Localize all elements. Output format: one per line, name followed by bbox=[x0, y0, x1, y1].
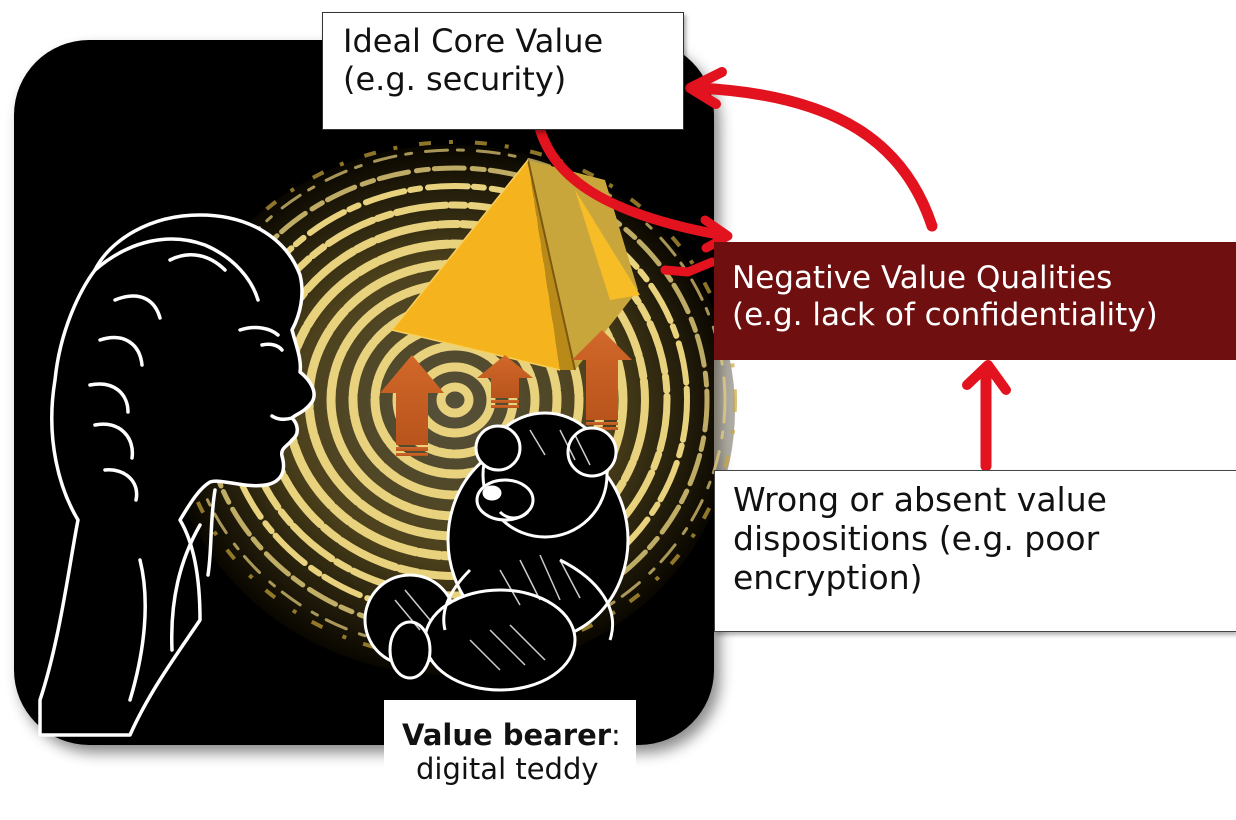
upward-arrows bbox=[380, 330, 632, 456]
value-bearer-example: digital teddy bbox=[416, 752, 599, 787]
wrong-dispositions-box: Wrong or absent value dispositions (e.g.… bbox=[714, 470, 1236, 632]
value-bearer-term: Value bearer bbox=[402, 718, 612, 752]
value-bearer-line1: Value bearer: bbox=[402, 718, 636, 752]
negative-value-qualities-box: Negative Value Qualities (e.g. lack of c… bbox=[714, 242, 1236, 360]
connector-arrows bbox=[533, 67, 1011, 472]
pyramid-icon bbox=[390, 159, 640, 371]
ideal-core-value-title: Ideal Core Value bbox=[343, 22, 604, 60]
ideal-core-value-box: Ideal Core Value (e.g. security) bbox=[322, 12, 684, 130]
upward-arrow-left bbox=[380, 355, 444, 456]
upward-arrow-middle bbox=[477, 355, 533, 408]
arrow-ideal-to-negative-tail bbox=[660, 257, 717, 277]
arrow-negative-to-ideal-head bbox=[685, 67, 727, 109]
arrow-ideal-to-negative-head bbox=[700, 215, 733, 253]
wrong-dispositions-line3: encryption) bbox=[733, 557, 923, 597]
value-bearer-box: Value bearer: digital teddy bbox=[384, 700, 636, 814]
ideal-core-value-example: (e.g. security) bbox=[343, 59, 567, 98]
arrow-negative-to-ideal bbox=[692, 82, 938, 232]
woman-illustration bbox=[38, 213, 316, 737]
value-bearer-colon: : bbox=[611, 718, 621, 752]
negative-value-qualities-example: (e.g. lack of confidentiality) bbox=[732, 296, 1158, 333]
teddy-bear-illustration bbox=[363, 411, 630, 692]
arrow-wrong-to-negative-head bbox=[962, 360, 1011, 395]
wrong-dispositions-line2: dispositions (e.g. poor bbox=[733, 518, 1100, 558]
negative-value-qualities-title: Negative Value Qualities bbox=[732, 260, 1113, 296]
arrow-ideal-to-negative bbox=[533, 117, 720, 239]
upward-arrow-right bbox=[572, 330, 632, 430]
wrong-dispositions-line1: Wrong or absent value bbox=[733, 480, 1107, 519]
